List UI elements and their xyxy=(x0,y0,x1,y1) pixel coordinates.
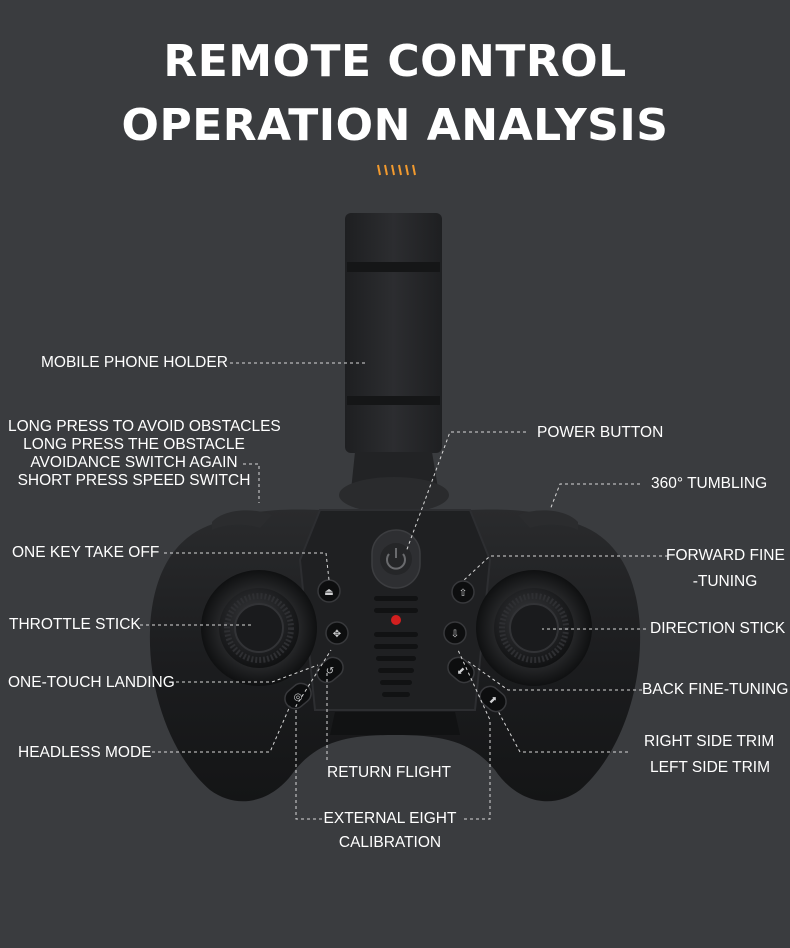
label-avoid-line-2: LONG PRESS THE OBSTACLE xyxy=(23,436,245,453)
power-button-graphic xyxy=(371,529,421,589)
label-direction-stick: DIRECTION STICK xyxy=(650,620,786,637)
label-left-side-trim: LEFT SIDE TRIM xyxy=(650,759,771,776)
svg-text:◎: ◎ xyxy=(294,692,303,703)
label-headless-mode: HEADLESS MODE xyxy=(18,744,152,761)
calibration-button-graphic xyxy=(325,621,349,645)
title-line-2: OPERATION ANALYSIS xyxy=(121,100,669,151)
label-throttle-stick: THROTTLE STICK xyxy=(9,616,141,633)
headless-button-graphic xyxy=(284,682,312,710)
right-trim-button-graphic xyxy=(479,685,507,713)
label-power-button: POWER BUTTON xyxy=(537,424,664,441)
label-right-side-trim: RIGHT SIDE TRIM xyxy=(644,733,775,750)
svg-text:⬈: ⬈ xyxy=(489,695,497,706)
svg-text:⇩: ⇩ xyxy=(451,629,459,640)
status-led xyxy=(374,596,418,697)
title-line-1: REMOTE CONTROL xyxy=(163,36,627,87)
forward-trim-button-graphic xyxy=(451,580,475,604)
label-return-flight: RETURN FLIGHT xyxy=(327,764,451,781)
label-external-line-1: EXTERNAL EIGHT xyxy=(323,810,457,827)
accent-stripes-icon xyxy=(377,164,416,176)
label-tumbling: 360° TUMBLING xyxy=(651,475,768,492)
svg-text:✥: ✥ xyxy=(333,629,341,640)
label-forward-line-2: -TUNING xyxy=(692,573,758,590)
phone-holder xyxy=(339,213,449,513)
label-external-line-2: CALIBRATION xyxy=(338,834,442,851)
label-forward-line-1: FORWARD FINE xyxy=(666,547,785,564)
direction-stick-graphic xyxy=(476,570,592,686)
leader-lines xyxy=(140,362,668,820)
throttle-stick-graphic xyxy=(201,570,317,686)
label-avoid-line-4: SHORT PRESS SPEED SWITCH xyxy=(17,472,251,489)
svg-text:⇧: ⇧ xyxy=(459,588,467,599)
svg-text:↺: ↺ xyxy=(326,666,334,677)
label-one-touch-landing: ONE-TOUCH LANDING xyxy=(8,674,175,691)
svg-text:⬋: ⬋ xyxy=(457,666,465,677)
svg-text:⏏: ⏏ xyxy=(324,587,333,598)
take-off-button-graphic xyxy=(317,579,341,603)
label-avoid-line-3: AVOIDANCE SWITCH AGAIN xyxy=(30,454,238,471)
label-mobile-phone-holder: MOBILE PHONE HOLDER xyxy=(41,354,228,371)
label-avoid-line-1: LONG PRESS TO AVOID OBSTACLES xyxy=(8,418,281,435)
back-trim-button-graphic xyxy=(443,621,467,645)
label-one-key-take-off: ONE KEY TAKE OFF xyxy=(12,544,160,561)
landing-button-graphic xyxy=(316,656,344,684)
label-back-fine-tuning: BACK FINE-TUNING xyxy=(642,681,789,698)
